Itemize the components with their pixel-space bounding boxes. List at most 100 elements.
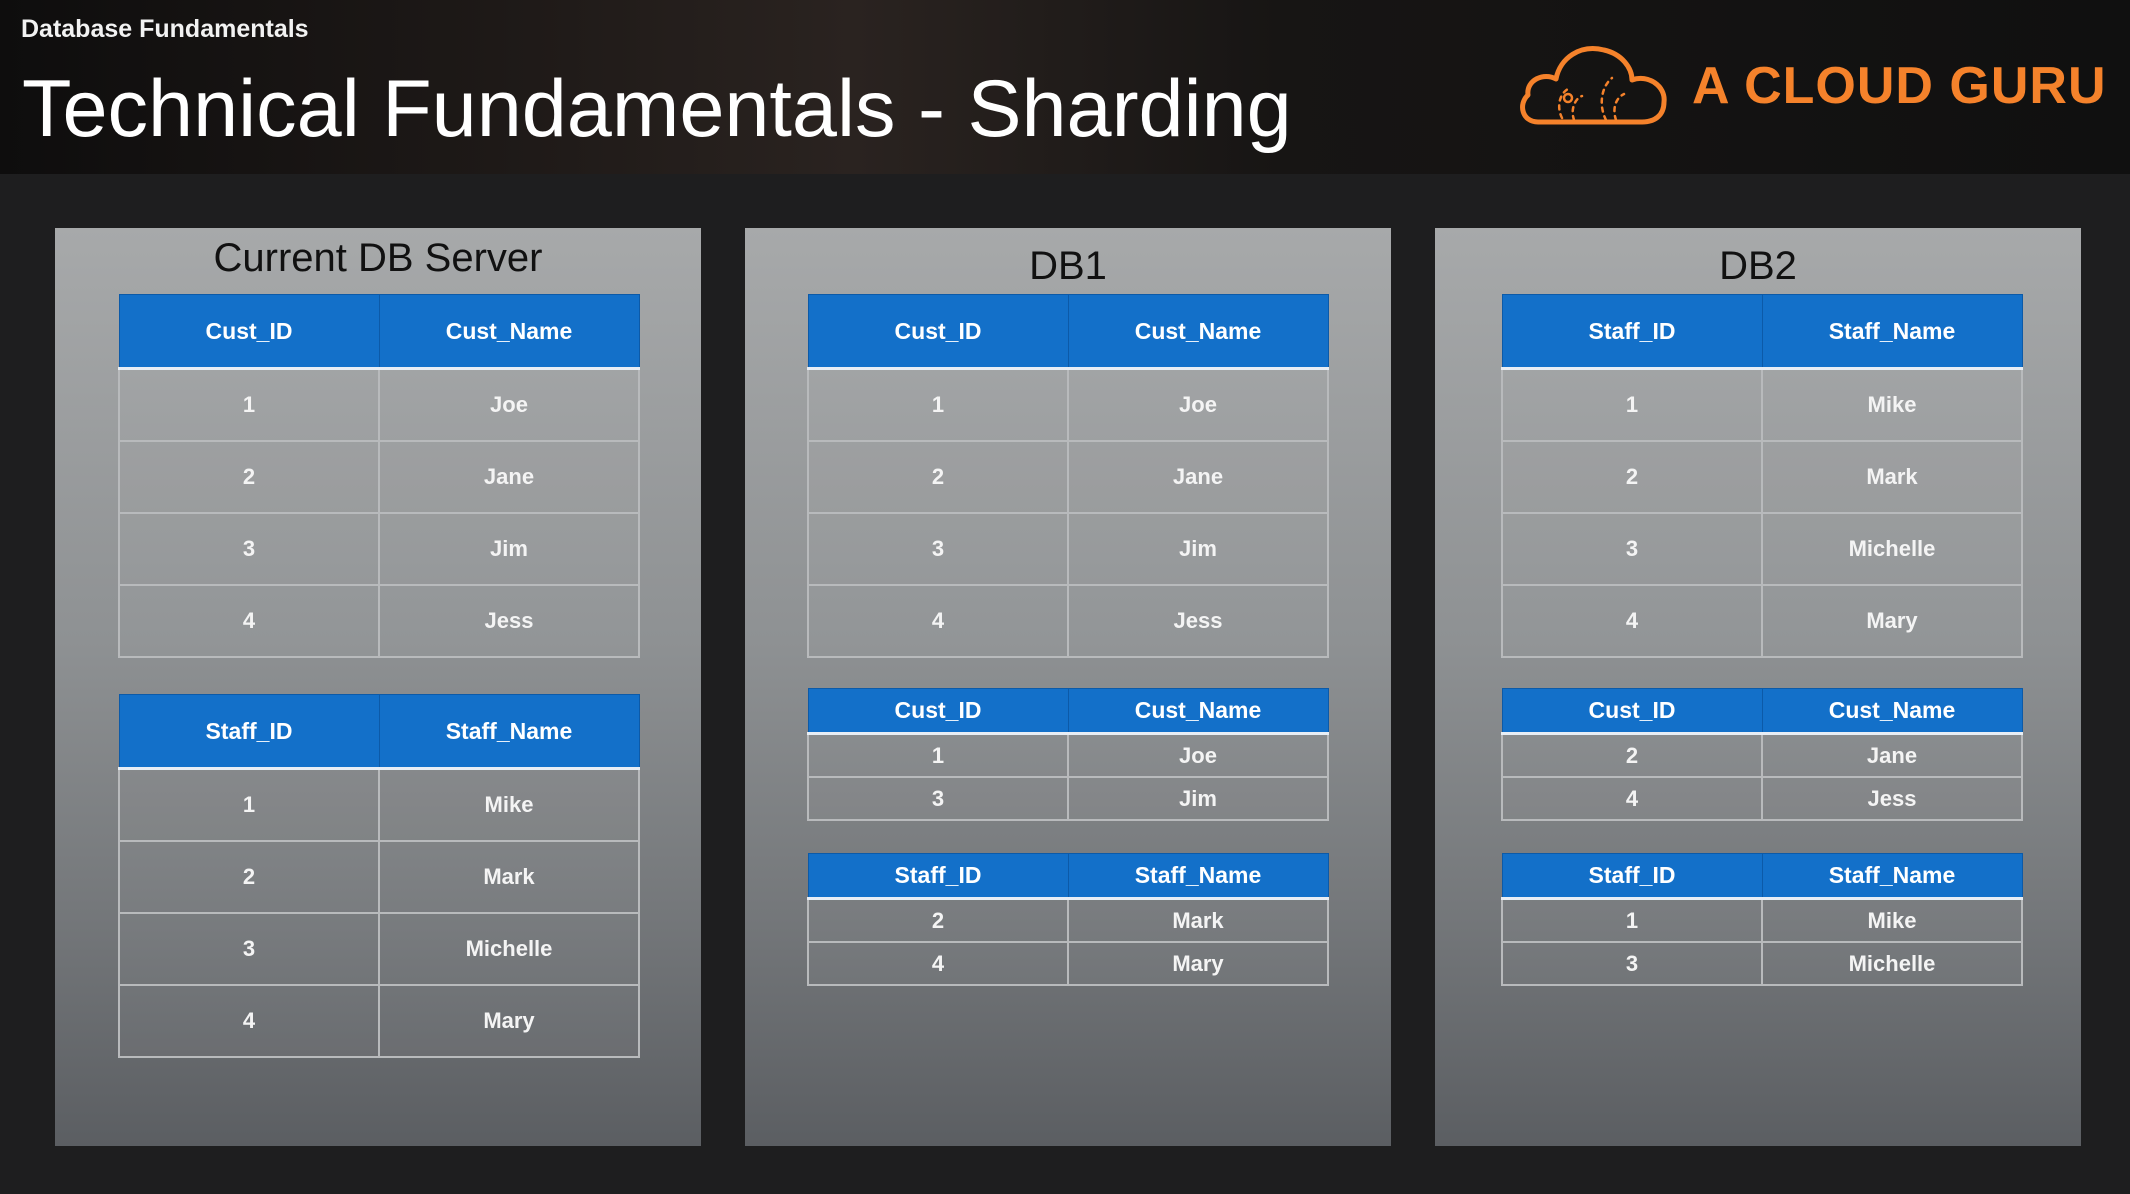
- table-cell: Mike: [1761, 897, 2023, 943]
- table-cell: 3: [1501, 941, 1763, 986]
- table-cell: 2: [807, 897, 1069, 943]
- panel-title: DB2: [1719, 244, 1797, 288]
- table-cell: 3: [118, 512, 380, 586]
- column-header: Cust_Name: [378, 294, 640, 370]
- table-cell: Jim: [1067, 512, 1329, 586]
- column-header: Staff_ID: [1501, 853, 1763, 900]
- table-cell: Mary: [378, 984, 640, 1058]
- table-cell: Mark: [1067, 897, 1329, 943]
- table-cell: 2: [118, 840, 380, 914]
- panel-title: DB1: [1029, 244, 1107, 288]
- table-cell: Mike: [378, 767, 640, 842]
- table-cell: 1: [1501, 367, 1763, 442]
- brand-logo: A CLOUD GURU: [1516, 38, 2106, 128]
- table-cell: Jim: [378, 512, 640, 586]
- table-cell: 4: [1501, 584, 1763, 658]
- column-header: Cust_Name: [1067, 294, 1329, 370]
- table-cell: 3: [807, 512, 1069, 586]
- slide-header: Database Fundamentals Technical Fundamen…: [0, 0, 2130, 174]
- table-header-row: Cust_ID Cust_Name: [807, 294, 1329, 370]
- cloud-logo-icon: [1520, 46, 1667, 125]
- table-cell: Jess: [1067, 584, 1329, 658]
- table-cell: Joe: [1067, 367, 1329, 442]
- table-cell: 3: [1501, 512, 1763, 586]
- table-cell: 2: [1501, 440, 1763, 514]
- column-header: Staff_Name: [1067, 853, 1329, 900]
- column-header: Staff_ID: [807, 853, 1069, 900]
- table-cell: 1: [1501, 897, 1763, 943]
- table-header-row: Staff_ID Staff_Name: [1501, 853, 2023, 900]
- table-cell: Michelle: [378, 912, 640, 986]
- brand-name: A CLOUD GURU: [1692, 57, 2107, 115]
- table-cell: Jess: [1761, 776, 2023, 821]
- table-cell: 4: [118, 984, 380, 1058]
- table-cell: Mary: [1761, 584, 2023, 658]
- table-cell: Mary: [1067, 941, 1329, 986]
- table-cell: 4: [807, 941, 1069, 986]
- table-cell: 3: [118, 912, 380, 986]
- table-cell: Mark: [378, 840, 640, 914]
- table-cell: Michelle: [1761, 512, 2023, 586]
- table-header-row: Cust_ID Cust_Name: [807, 688, 1329, 735]
- column-header: Staff_Name: [378, 694, 640, 770]
- table-cell: Jess: [378, 584, 640, 658]
- table-cell: Jane: [1761, 732, 2023, 778]
- table-cell: Mike: [1761, 367, 2023, 442]
- column-header: Cust_ID: [807, 688, 1069, 735]
- table-cell: 3: [807, 776, 1069, 821]
- column-header: Cust_ID: [1501, 688, 1763, 735]
- table-header-row: Staff_ID Staff_Name: [807, 853, 1329, 900]
- table-cell: Mark: [1761, 440, 2023, 514]
- column-header: Staff_ID: [1501, 294, 1763, 370]
- table-cell: Michelle: [1761, 941, 2023, 986]
- column-header: Cust_Name: [1761, 688, 2023, 735]
- table-cell: 1: [807, 732, 1069, 778]
- table-header-row: Staff_ID Staff_Name: [118, 694, 640, 770]
- column-header: Cust_ID: [118, 294, 380, 370]
- page-title: Technical Fundamentals - Sharding: [22, 64, 1292, 154]
- table-cell: Joe: [378, 367, 640, 442]
- table-cell: 2: [807, 440, 1069, 514]
- table-cell: Jane: [378, 440, 640, 514]
- column-header: Staff_Name: [1761, 294, 2023, 370]
- panel-title: Current DB Server: [213, 236, 543, 280]
- column-header: Staff_Name: [1761, 853, 2023, 900]
- table-cell: Jim: [1067, 776, 1329, 821]
- column-header: Cust_Name: [1067, 688, 1329, 735]
- table-header-row: Cust_ID Cust_Name: [1501, 688, 2023, 735]
- column-header: Staff_ID: [118, 694, 380, 770]
- table-cell: 4: [118, 584, 380, 658]
- table-cell: Joe: [1067, 732, 1329, 778]
- table-cell: Jane: [1067, 440, 1329, 514]
